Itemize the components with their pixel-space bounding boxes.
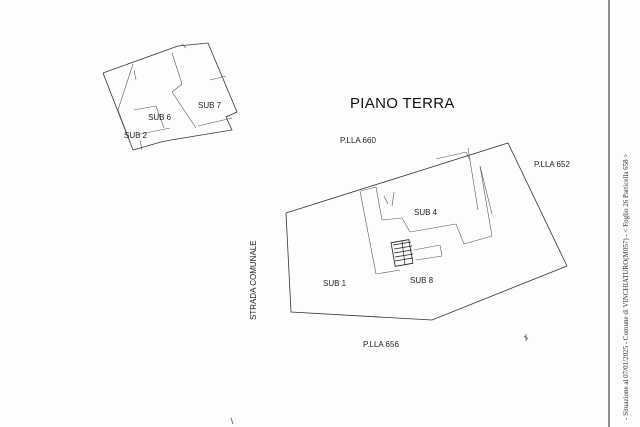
label-sub-4: SUB 4 [414, 208, 438, 217]
north-mark [523, 334, 529, 341]
label-sub-6: SUB 6 [148, 113, 172, 122]
lower-building-outline [285, 142, 568, 321]
side-note: - Situazione al 07/01/2025 - Comune di V… [622, 154, 630, 420]
staircase-symbol [390, 239, 414, 267]
tick-mark [230, 417, 234, 425]
label-sub-7: SUB 7 [198, 101, 222, 110]
upper-building-outline [102, 42, 238, 151]
label-plla-652: P.LLA 652 [534, 160, 570, 169]
label-plla-656: P.LLA 656 [363, 340, 399, 349]
drawing-title: PIANO TERRA [350, 95, 455, 112]
label-plla-660: P.LLA 660 [340, 136, 376, 145]
label-sub-2: SUB 2 [124, 131, 148, 140]
label-sub-1: SUB 1 [323, 279, 347, 288]
label-strada-comunale: STRADA COMUNALE [249, 240, 258, 320]
label-sub-8: SUB 8 [410, 276, 434, 285]
